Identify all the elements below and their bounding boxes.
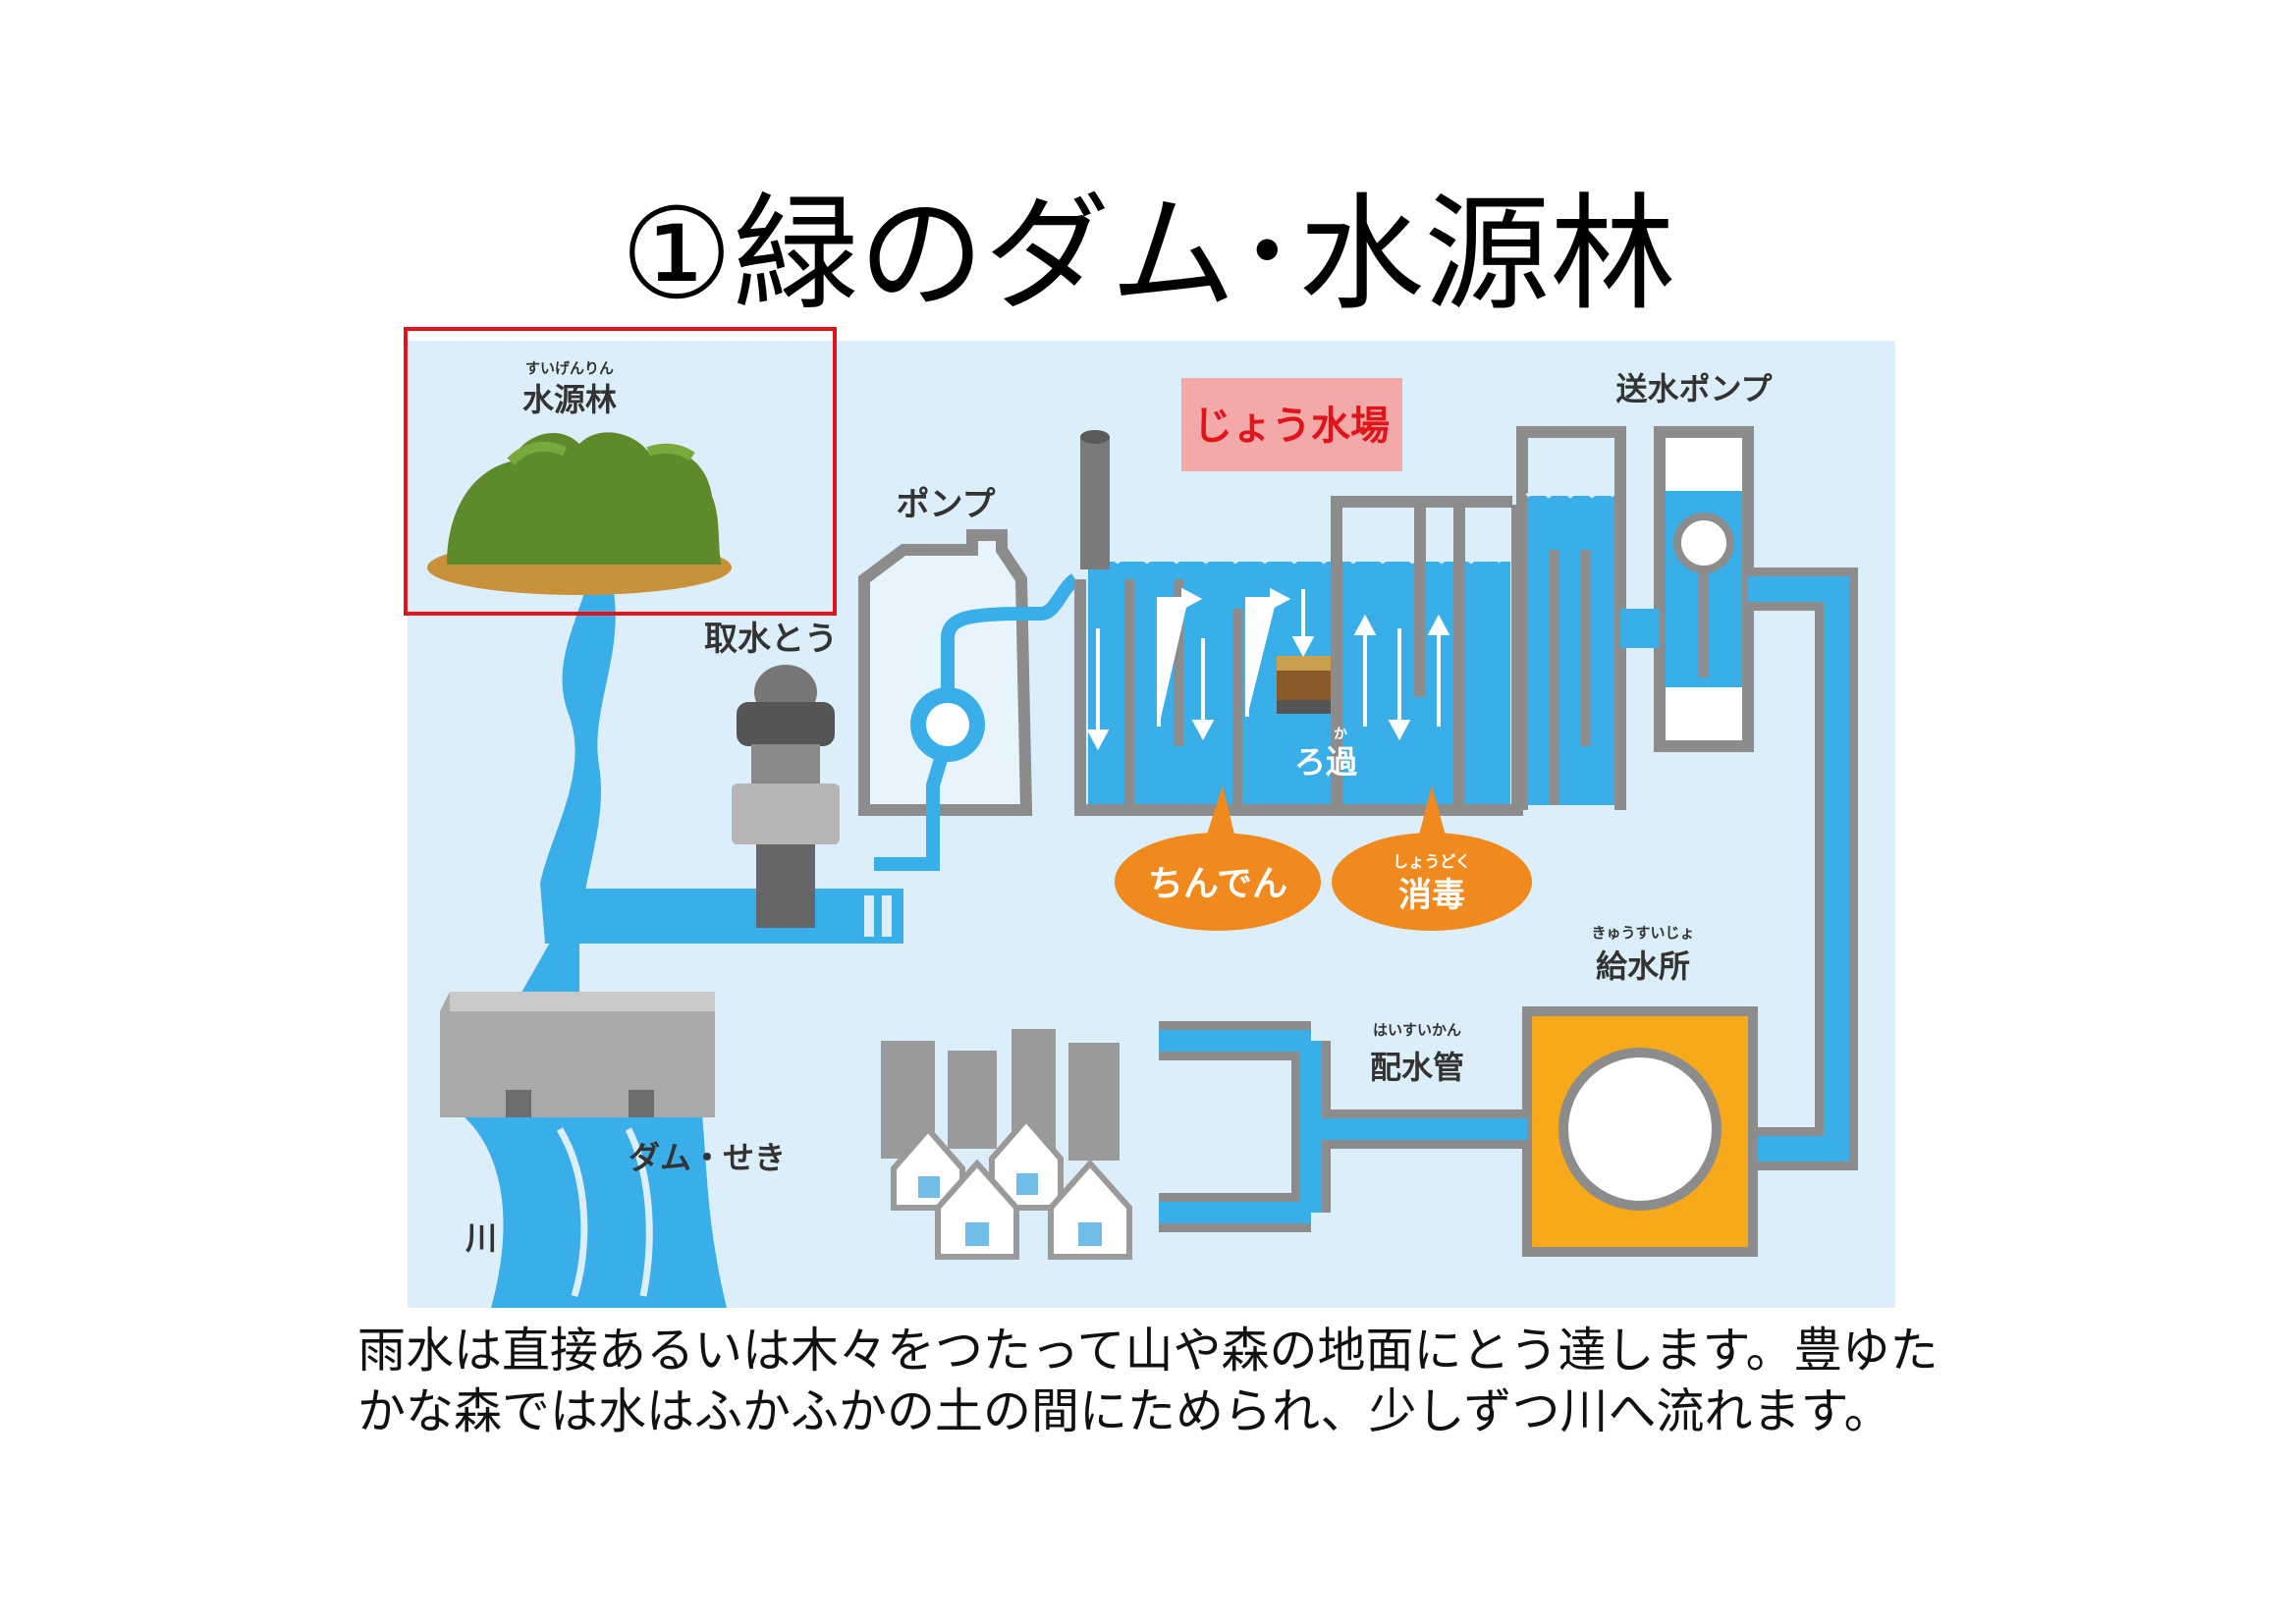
city-buildings [881,1029,1120,1161]
dam-top [450,992,715,1011]
arrow-up-3-head [1353,614,1377,635]
river-flow-line-2 [625,1127,653,1297]
intake-channel [545,889,903,944]
plant-baffle-4 [1331,501,1342,805]
pump-pipe-out [941,573,1080,707]
sedimentation-bubble-body [1115,833,1321,931]
building-2 [948,1051,997,1149]
arrow-up-1 [1157,597,1188,727]
forest-highlight [507,441,695,465]
window-1 [918,1176,940,1198]
intake-tower-top [737,702,835,746]
house-4 [1048,1159,1132,1260]
window-3 [965,1222,989,1246]
arrow-down-4-head [1388,720,1411,741]
distribution-ruby: はいすいかん [1373,1021,1461,1039]
plant-inlet-top [1080,430,1110,444]
disinfection-ruby: しょうどく [1393,852,1471,871]
sedimentation-bubble: ちんでん [1115,785,1321,931]
intake-tower-ring [732,784,840,844]
forest-highlight-box [404,327,837,616]
arrow-up-1-head [1181,587,1203,611]
dam-gate-2 [629,1090,654,1117]
arrow-up-2-head [1270,587,1291,611]
filter-gravel [1277,656,1331,671]
intake-tower-body [751,744,820,784]
caption-line-2: かな森では水はふかふかの土の間にためられ、少しずつ川へ流れます。 [357,1383,1892,1439]
supply-station-label: 給水所 [1596,947,1690,985]
dam-gate-1 [506,1090,531,1117]
supply-station-tank [1558,1048,1722,1211]
transmission-main-pipe [1748,576,1849,1162]
distribution-label: 配水管 [1370,1049,1464,1086]
transmission-pump-label: 送水ポンプ [1615,370,1773,407]
plant-baffle-2 [1174,579,1183,746]
plant-baffle-6 [1453,501,1465,805]
transmission-pump-icon [1673,513,1734,573]
clear-tank-water [1527,496,1615,805]
sedimentation-label: ちんでん [1148,864,1287,904]
forest-ruby: すいげんりん [525,359,614,377]
slide-title: ①緑のダム･水源林 [620,182,1676,328]
filtration-label: ろ過 [1294,743,1358,781]
supply-station-ruby: きゅうすいじょ [1591,924,1694,942]
river-flow-line-1 [556,1127,588,1298]
intake-tower-label: 取水とう [704,620,838,659]
disinfection-bubble-body [1332,833,1532,931]
window-2 [1016,1173,1038,1195]
distribution-pipe [1159,1030,1527,1223]
building-4 [1068,1043,1120,1161]
dam-label: ダム・せき [629,1139,786,1176]
pump-label: ポンプ [897,485,996,524]
filtration-ruby: か [1334,727,1347,742]
sedimentation-bubble-pointer [1203,785,1237,846]
river-label: 川 [465,1219,497,1257]
arrow-down-1-head [1086,730,1110,751]
intake-grate-1 [864,895,874,937]
clear-tank-baffle-1 [1550,550,1559,805]
flow-arrows [1086,587,1450,751]
disinfection-bubble: しょうどく 消毒 [1332,785,1532,931]
treatment-plant-label: じょう水場 [1193,404,1390,449]
caption: 雨水は直接あるいは木々をつたって山や森の地面にとう達します。豊ゆた かな森では水… [357,1321,2047,1442]
city-houses [891,1114,1132,1260]
forest-icon [447,432,722,565]
river-stream [540,577,616,943]
pump-icon-center [926,703,969,746]
disinfection-bubble-pointer [1416,785,1449,846]
arrow-up-2 [1245,597,1277,717]
plant-baffle-5 [1414,501,1426,697]
plant-inlet-column [1080,437,1110,569]
disinfection-label: 消毒 [1398,876,1465,915]
dam-icon [440,992,715,1117]
arrow-down-2-head [1191,720,1215,741]
treatment-plant-tag [1181,378,1402,471]
pump-pipe-in [874,743,952,871]
clear-tank-baffle-2 [1581,550,1591,746]
plant-wave [1086,554,1503,565]
plant-baffle-1 [1124,579,1134,805]
plant-baffle-3 [1232,609,1242,805]
arrow-down-3-head [1291,636,1315,658]
house-windows [918,1173,1102,1246]
intake-grate-2 [882,895,892,937]
arrow-up-4-head [1427,614,1450,635]
river-downstream [462,1114,727,1308]
filter-grate [1277,700,1331,714]
house-3 [935,1159,1019,1260]
clear-tank-wave [1525,489,1615,499]
forest-label: 水源林 [522,381,617,418]
window-4 [1078,1222,1102,1246]
intake-tower-base [756,844,815,928]
plant-tall-wall [1331,496,1512,508]
caption-line-1: 雨水は直接あるいは木々をつたって山や森の地面にとう達します。豊ゆた [357,1323,1939,1379]
